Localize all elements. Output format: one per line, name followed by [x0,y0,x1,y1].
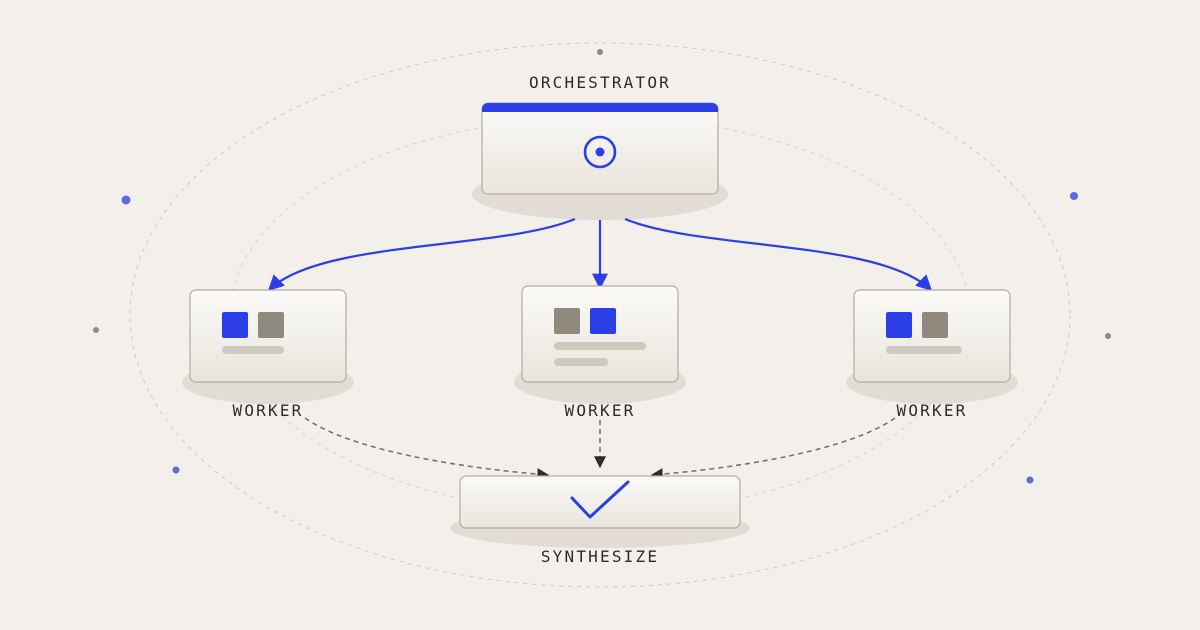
task-tiles-icon [886,312,962,354]
worker-node-center: WORKER [514,285,686,420]
outer-orbit-ring [129,42,1071,588]
worker-label: WORKER [565,401,636,420]
decorative-dots [93,49,1111,484]
decor-dot [93,327,99,333]
synthesize-label: SYNTHESIZE [541,547,659,566]
decor-dot [121,195,131,205]
decor-dot [1026,476,1034,484]
target-icon [583,135,617,169]
worker-node-right: WORKER [846,289,1018,420]
decor-dot [1070,192,1078,200]
decor-dot [1105,333,1111,339]
worker-node-left: WORKER [182,289,354,420]
decor-dot [597,49,603,55]
gather-arrow-right [650,417,896,481]
dispatch-arrow-left [267,217,576,292]
worker-label: WORKER [233,401,304,420]
decor-dot [172,466,180,474]
gather-arrow-left [304,417,550,481]
orchestrator-node: ORCHESTRATOR [472,73,728,220]
checkmark-icon [570,480,630,519]
synthesize-card [459,475,741,529]
orchestrator-label: ORCHESTRATOR [529,73,671,92]
synthesize-node: SYNTHESIZE [450,475,750,566]
dispatch-arrows [267,217,933,292]
gather-arrows [304,417,896,481]
task-tiles-icon [222,312,284,354]
dispatch-arrow-right [624,217,933,292]
task-tiles-icon [554,308,646,366]
orchestrator-accent-bar [482,103,718,112]
worker-label: WORKER [897,401,968,420]
